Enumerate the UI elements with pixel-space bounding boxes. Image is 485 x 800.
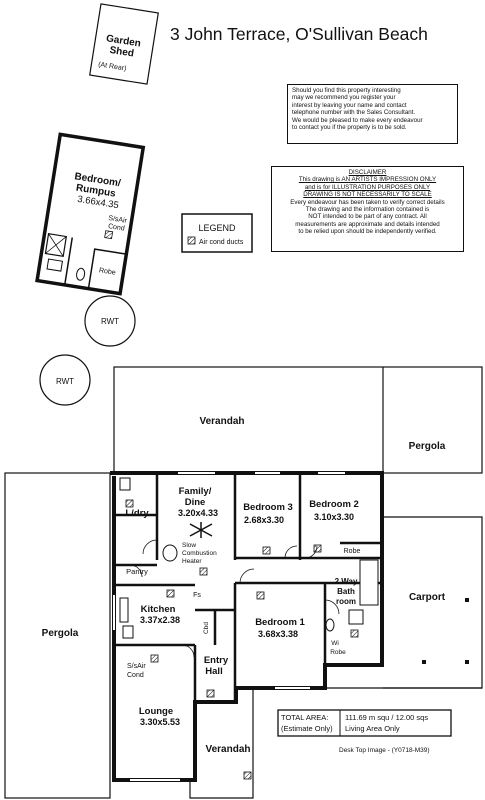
notice-box: Should you find this property interestin…: [287, 84, 458, 144]
area-box: [277, 709, 452, 737]
area-value-2: Living Area Only: [345, 724, 400, 733]
ceiling-fan-icon: [189, 522, 213, 538]
notice-line: interest by leaving your name and contac…: [292, 101, 407, 109]
laundry-label: L/dry: [125, 508, 149, 519]
rumpus-ss-2: Cond: [108, 223, 126, 233]
shed-label-1: Garden: [105, 33, 141, 49]
legend-box: [181, 213, 253, 253]
rwt-label-2: RWT: [56, 377, 74, 386]
heater-label-1: Slow: [182, 542, 196, 549]
fs-label: Fs: [193, 592, 201, 599]
heater-label-3: Heater: [182, 558, 202, 565]
carport-posts: [422, 598, 469, 664]
family-label-2: Dine: [185, 497, 206, 508]
shed-label-2: Shed: [109, 45, 135, 60]
lounge-size: 3.30x5.53: [140, 717, 180, 727]
bed1-label: Bedroom 1: [255, 617, 305, 628]
windows: [113, 472, 345, 781]
rumpus-building: [35, 132, 146, 296]
wi-robe-label-1: Wi: [331, 640, 339, 647]
verandah-top-label: Verandah: [199, 416, 244, 427]
lounge-ss-2: Cond: [127, 672, 144, 679]
bath-label-2: Bath: [337, 587, 355, 596]
disclaimer-line: The drawing and the information containe…: [305, 206, 430, 214]
rwt-tank-2: [39, 354, 91, 406]
rwt-label-1: RWT: [101, 317, 119, 326]
heater-label-2: Combustion: [182, 550, 217, 557]
bed2-label: Bedroom 2: [309, 499, 359, 510]
disclaimer-line: Every endeavour has been taken to verify…: [290, 198, 445, 206]
disclaimer-line: measurements are approximate and details…: [295, 220, 440, 228]
disclaimer-line: to be relied upon should be independentl…: [298, 228, 437, 236]
bath-label-3: room: [336, 597, 356, 606]
carport-label: Carport: [409, 592, 446, 603]
rumpus-ss-1: S/sAir: [108, 215, 128, 225]
area-value-1: 111.69 m squ / 12.00 sqs: [345, 713, 428, 722]
bath-label-1: 2 Way: [335, 577, 358, 586]
notice-line: Should you find this property interestin…: [292, 87, 401, 94]
notice-line: telephone number with the Sales Consulta…: [292, 109, 416, 117]
pergola-right-label: Pergola: [409, 441, 446, 452]
disclaimer-underlined: DRAWING IS NOT NECESSARILY TO SCALE: [303, 191, 432, 199]
notice-line: may we recommend you register your: [292, 94, 396, 102]
lounge-label: Lounge: [139, 706, 173, 717]
disclaimer-underlined: This drawing is AN ARTISTS IMPRESSION ON…: [298, 176, 437, 184]
bed1-size: 3.68x3.38: [258, 629, 298, 639]
entry-label-2: Hall: [205, 666, 222, 677]
pergola-left-label: Pergola: [42, 628, 79, 639]
entry-label-1: Entry: [204, 655, 229, 666]
verandah-bottom-label: Verandah: [205, 744, 250, 755]
disclaimer-box: DISCLAIMER This drawing is AN ARTISTS IM…: [271, 166, 464, 252]
wi-robe-label-2: Robe: [330, 649, 346, 656]
notice-line: We would be pleased to make every endeav…: [292, 116, 423, 124]
garden-shed: [89, 3, 159, 85]
kitchen-label: Kitchen: [141, 604, 176, 615]
legend-title: LEGEND: [198, 223, 236, 233]
shed-note: (At Rear): [98, 61, 127, 72]
disclaimer-underlined: and is for ILLUSTRATION PURPOSES ONLY: [304, 183, 431, 191]
bed3-label: Bedroom 3: [243, 502, 293, 513]
cbd-label: Cbd: [203, 622, 210, 634]
rumpus-robe: Robe: [98, 267, 116, 277]
lounge-ss-1: S/sAir: [127, 663, 146, 670]
legend-item: Air cond ducts: [199, 239, 244, 246]
page-title: 3 John Terrace, O'Sullivan Beach: [170, 24, 428, 44]
area-label-2: (Estimate Only): [281, 724, 333, 733]
bed2-robe-label: Robe: [344, 548, 361, 555]
family-label-1: Family/: [179, 486, 212, 497]
area-label-1: TOTAL AREA:: [281, 713, 328, 722]
disclaimer-title: DISCLAIMER: [348, 169, 387, 176]
notice-line: to contact you if the property is to be …: [292, 124, 407, 132]
fixtures: [119, 477, 379, 639]
bed3-size: 2.68x3.30: [244, 515, 284, 525]
family-size: 3.20x4.33: [178, 508, 218, 518]
pantry-label: Pantry: [126, 567, 148, 576]
legend-swatch: [187, 236, 196, 245]
disclaimer-line: NOT intended to be part of any contract.…: [308, 213, 427, 221]
footer-credit: Desk Top Image - (Y0718-M39): [339, 747, 430, 754]
air-cond-ducts: [125, 499, 359, 780]
bed2-size: 3.10x3.30: [314, 512, 354, 522]
rwt-tank-1: [84, 295, 136, 347]
kitchen-size: 3.37x2.38: [140, 615, 180, 625]
